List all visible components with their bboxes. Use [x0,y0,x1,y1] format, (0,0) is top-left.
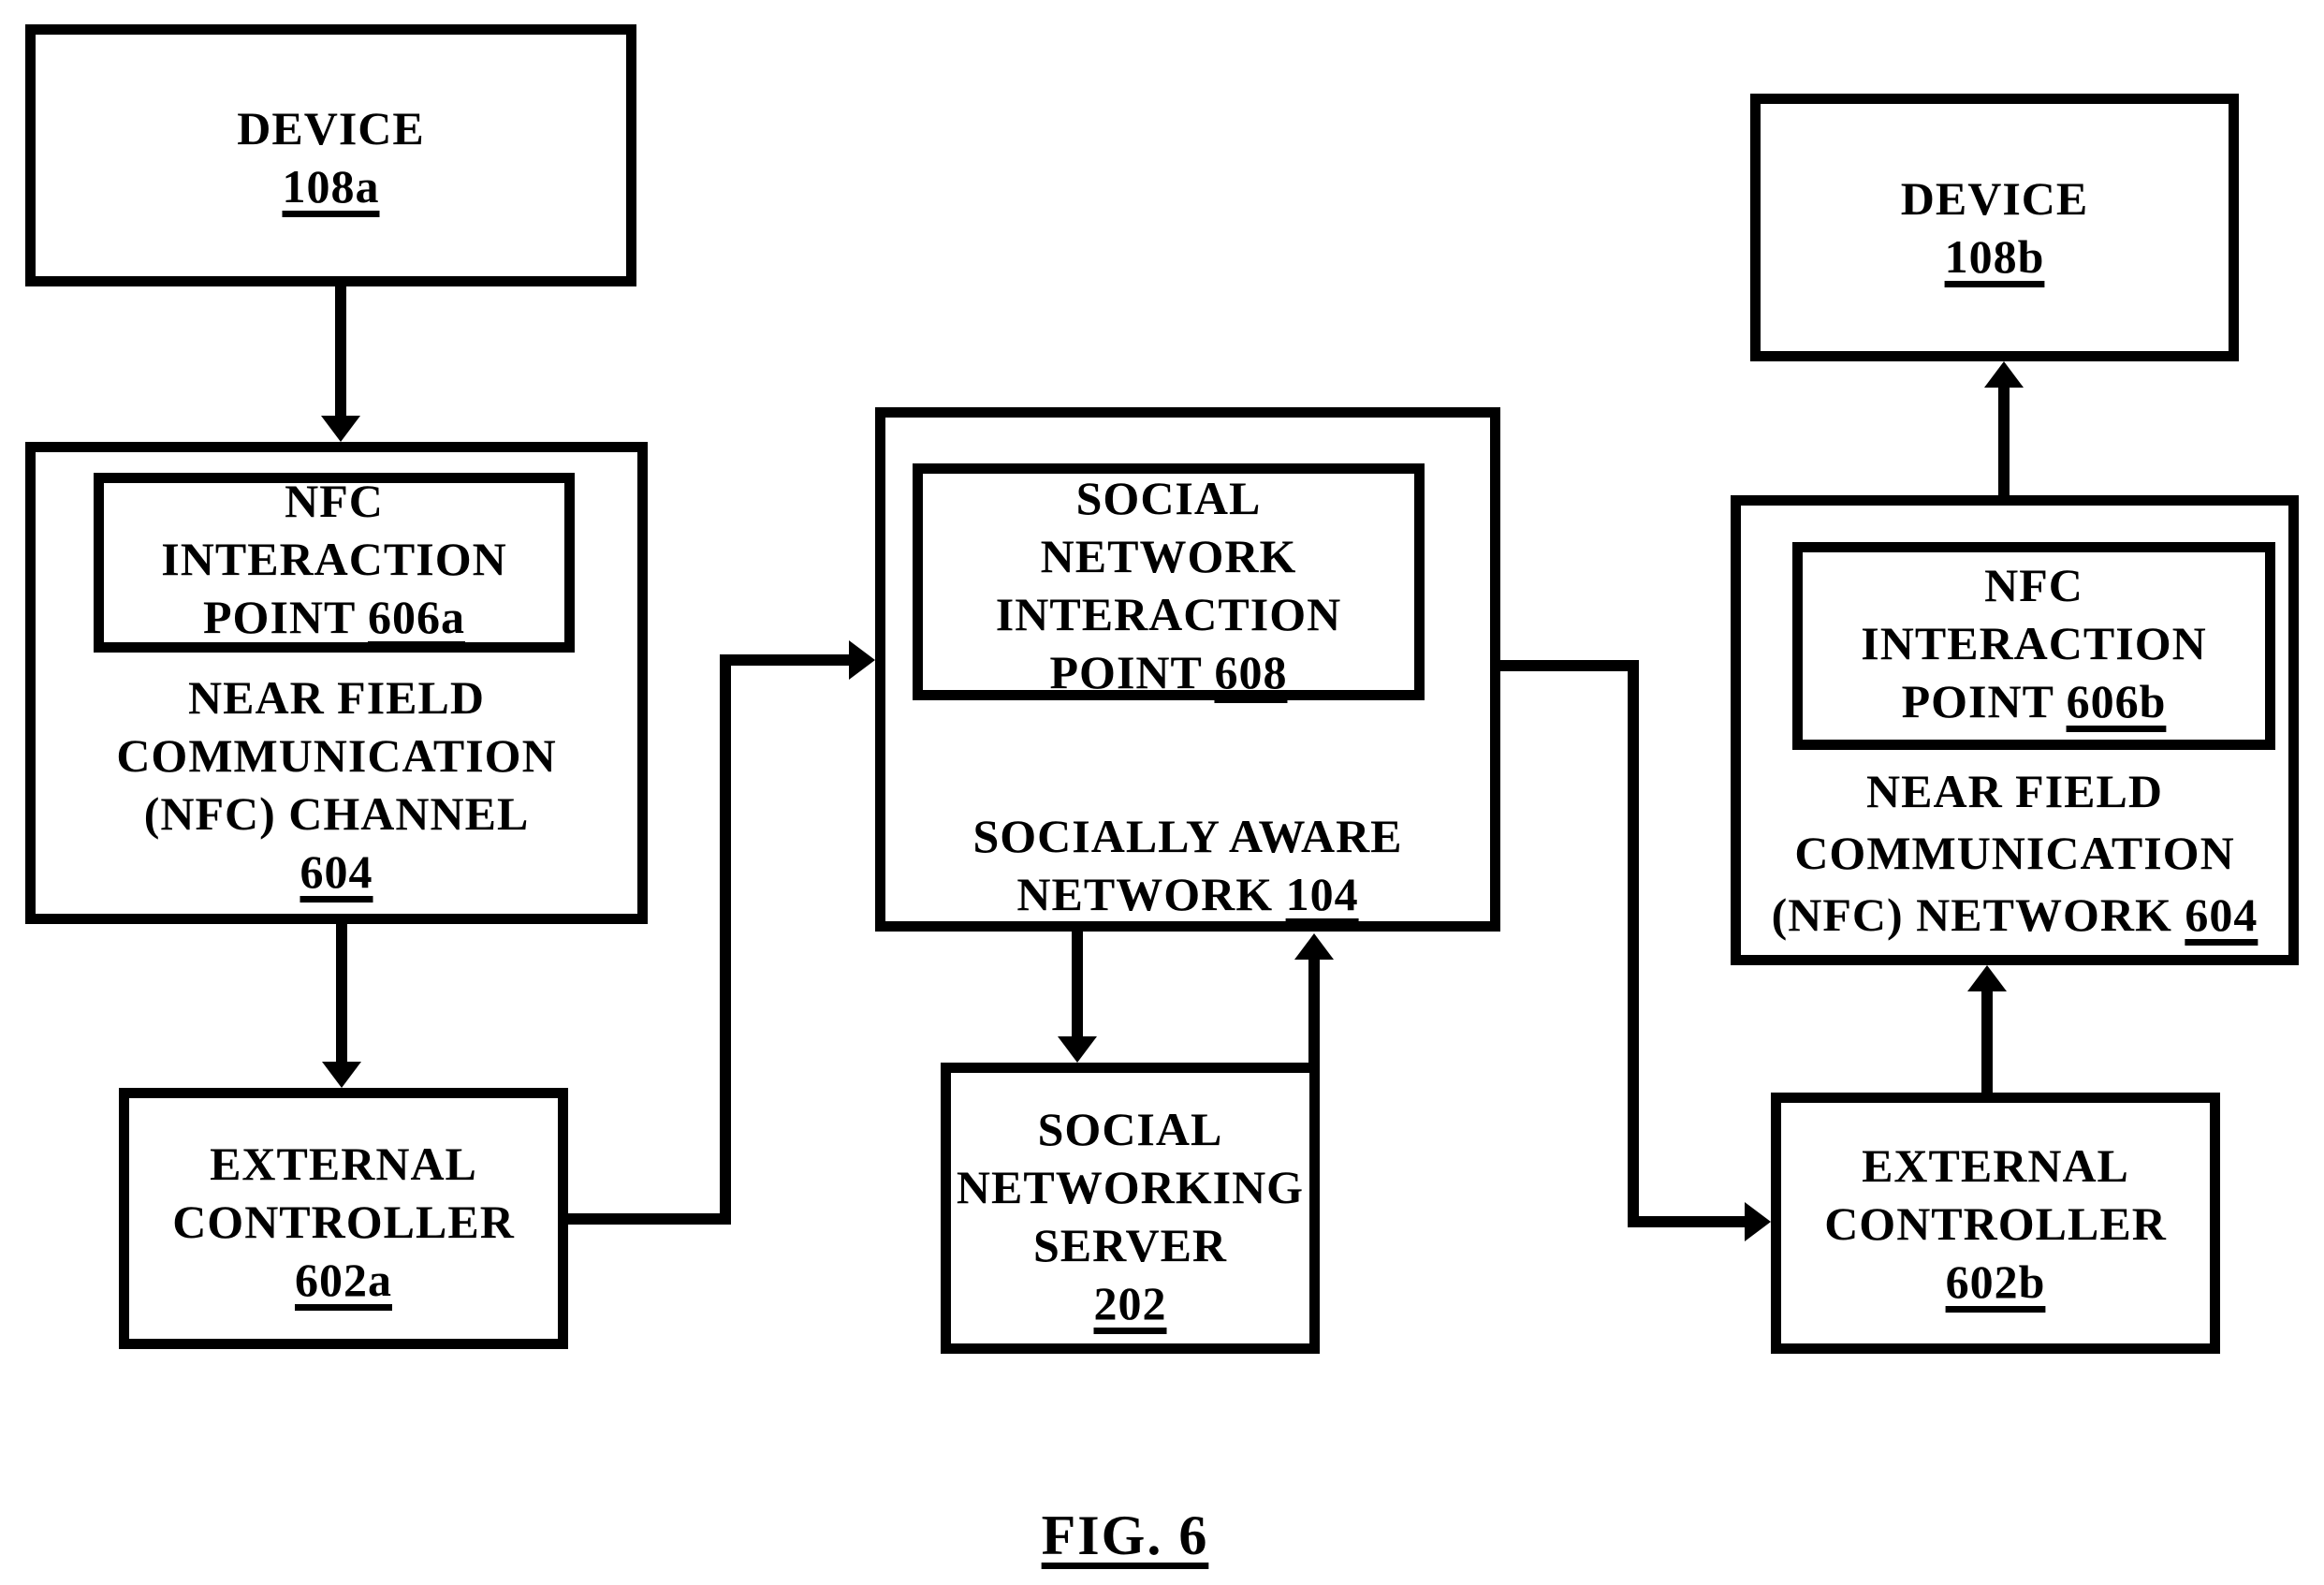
arrow-network-to-server-head [1058,1036,1097,1063]
arrow-network-to-controller-b-seg2 [1628,660,1639,1227]
nfc-interaction-point-606b-label: NFC INTERACTION POINT 606b [1861,559,2207,727]
arrow-controller-a-to-network-seg1 [568,1213,731,1225]
socially-aware-network-104-label: SOCIALLY AWARE NETWORK 104 [972,810,1403,920]
nfc-interaction-point-606a-box [94,473,575,653]
device-108b-box [1750,94,2239,361]
device-108b-label: DEVICE 108b [1900,172,2089,283]
external-controller-602b-label: EXTERNAL CONTROLLER 602b [1824,1139,2167,1308]
social-network-interaction-point-608-box [913,463,1425,700]
arrow-nfc-network-to-device-b-head [1984,361,2024,388]
social-networking-server-202-label: SOCIAL NETWORKING SERVER 202 [956,1103,1305,1329]
arrow-nfc-channel-to-controller-a-head [322,1062,361,1088]
arrow-controller-b-to-nfc-network-shaft [1981,988,1993,1093]
nfc-channel-604-label: NEAR FIELD COMMUNICATION (NFC) CHANNEL 6… [116,671,557,898]
arrow-network-to-controller-b-head [1745,1202,1771,1241]
external-controller-602a-label: EXTERNAL CONTROLLER 602a [172,1137,515,1306]
arrow-server-to-network-shaft [1308,955,1320,1063]
nfc-interaction-point-606a-label: NFC INTERACTION POINT 606a [161,475,507,643]
external-controller-602a-box [119,1088,568,1349]
arrow-device-a-to-nfc-channel-shaft [335,286,346,418]
figure-caption: FIG. 6 [1041,1504,1209,1566]
arrow-network-to-server-shaft [1072,932,1083,1039]
arrow-controller-b-to-nfc-network-head [1967,965,2007,991]
nfc-interaction-point-606b-box [1792,542,2275,750]
arrow-controller-a-to-network-seg2 [720,654,731,1225]
device-108a-label: DEVICE 108a [237,102,425,213]
arrow-network-to-controller-b-seg3 [1628,1216,1745,1227]
device-108a-box [25,24,636,286]
arrow-controller-a-to-network-head [849,640,875,680]
arrow-nfc-channel-to-controller-a-shaft [336,924,347,1064]
social-network-interaction-point-608-label: SOCIAL NETWORK INTERACTION POINT 608 [995,472,1342,698]
arrow-controller-a-to-network-seg3 [720,654,849,666]
external-controller-602b-box [1771,1093,2220,1354]
social-networking-server-202-box [941,1063,1320,1354]
arrow-nfc-network-to-device-b-shaft [1998,384,2010,495]
arrow-network-to-controller-b-seg1 [1500,660,1639,671]
nfc-network-604-label: NEAR FIELD COMMUNICATION (NFC) NETWORK 6… [1771,765,2258,941]
arrow-device-a-to-nfc-channel-head [321,416,360,442]
